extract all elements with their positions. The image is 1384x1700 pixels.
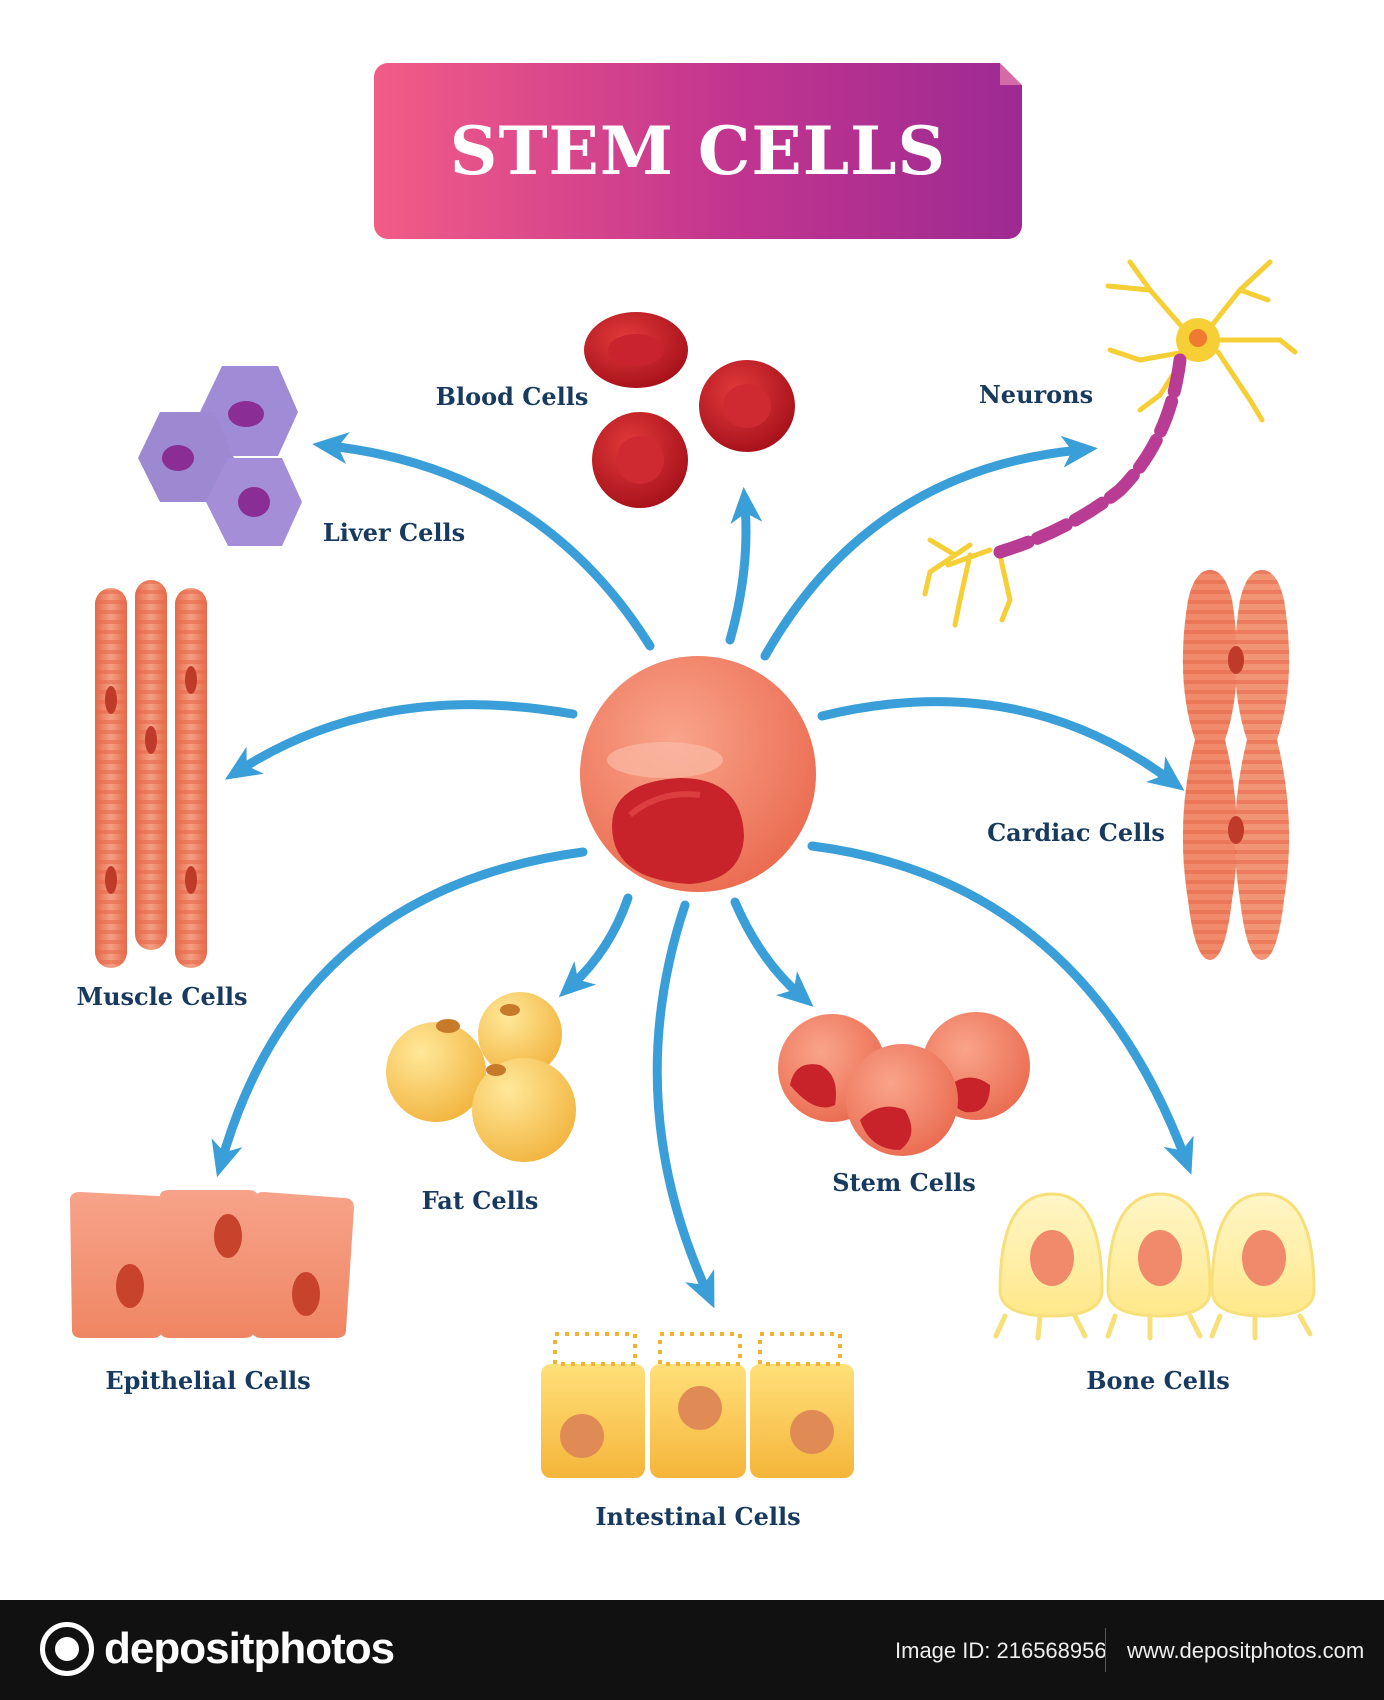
central-stem-cell — [580, 656, 816, 892]
arrow-to-liver — [312, 432, 655, 651]
arrow-to-stem — [730, 897, 814, 1007]
diagram-title: STEM CELLS — [449, 112, 947, 190]
arrow-to-fat — [558, 893, 633, 998]
muscle-cells — [95, 580, 207, 968]
arrow-to-bone — [807, 841, 1194, 1175]
label-blood-cells: Blood Cells — [435, 382, 589, 411]
arrow-to-neurons — [760, 435, 1098, 661]
cardiac-cells — [1182, 570, 1290, 960]
label-epithelial-cells: Epithelial Cells — [105, 1366, 311, 1395]
camera-icon — [40, 1622, 94, 1676]
label-neurons: Neurons — [978, 380, 1094, 409]
arrow-to-cardiac — [817, 697, 1185, 791]
label-bone-cells: Bone Cells — [1086, 1366, 1230, 1395]
arrow-to-epithelial — [211, 847, 588, 1178]
footer-divider — [1105, 1628, 1106, 1672]
banner-fold — [1000, 63, 1022, 85]
fat-cells — [386, 992, 576, 1162]
epithelial-cells — [70, 1190, 354, 1338]
depositphotos-logo[interactable]: depositphotos — [40, 1622, 395, 1676]
label-cardiac-cells: Cardiac Cells — [987, 818, 1165, 847]
arrow-to-intestinal — [652, 900, 715, 1309]
blood-cells — [584, 312, 795, 508]
intestinal-cells — [541, 1332, 854, 1478]
bone-cells — [993, 1192, 1316, 1341]
label-intestinal-cells: Intestinal Cells — [595, 1502, 801, 1531]
arrow-to-blood — [725, 487, 763, 645]
image-id: Image ID: 216568956 — [895, 1638, 1107, 1663]
site-link[interactable]: www.depositphotos.com — [1127, 1638, 1365, 1663]
title-banner: STEM CELLS — [374, 63, 1022, 239]
arrows — [211, 432, 1194, 1309]
label-muscle-cells: Muscle Cells — [76, 982, 248, 1011]
diagram-graphics — [70, 259, 1316, 1478]
footer-bar: depositphotos Image ID: 216568956 www.de… — [0, 1600, 1384, 1700]
arrow-to-muscle — [224, 700, 578, 780]
label-stem-cells: Stem Cells — [832, 1168, 976, 1197]
label-liver-cells: Liver Cells — [322, 518, 466, 547]
neuron — [922, 259, 1298, 628]
stem-cells-cluster — [778, 1012, 1030, 1156]
logo-text: depositphotos — [104, 1624, 395, 1673]
label-fat-cells: Fat Cells — [421, 1186, 539, 1215]
liver-cells — [138, 366, 302, 546]
stem-cells-diagram: STEM CELLS — [70, 63, 1316, 1531]
